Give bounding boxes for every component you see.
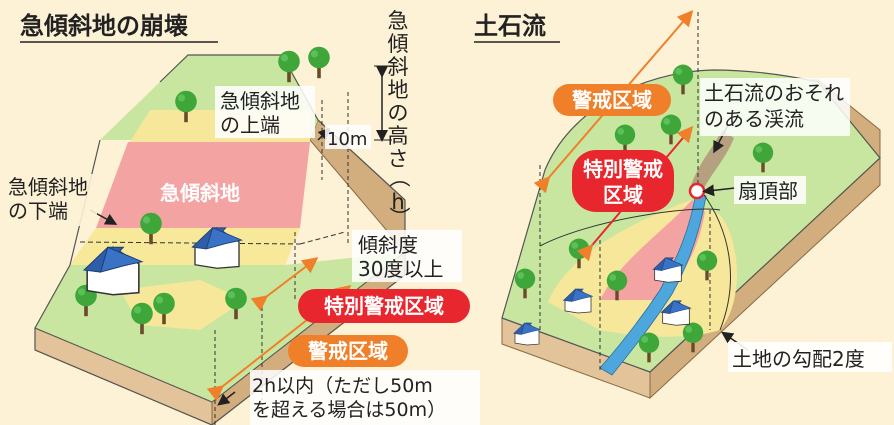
top-edge-line2: の上端 (220, 113, 280, 137)
left-label-boxes (5, 86, 480, 425)
stream-label-line2: のある渓流 (704, 107, 804, 131)
right-title: 土石流 (474, 12, 546, 40)
height-char-7: （ (387, 167, 411, 188)
left-warning-zone-badge: 警戒区域 (288, 335, 408, 367)
stream-label-line1: 土石流のおそれ (704, 81, 844, 105)
height-char-1: 傾 (388, 32, 409, 56)
right-special-zone-badge: 特別警戒 区域 (572, 150, 674, 212)
height-char-2: 斜 (388, 55, 409, 79)
height-char-5: 高 (388, 124, 409, 148)
slope-zone-label: 急傾斜地 (160, 181, 240, 205)
left-warning-zone-label: 警戒区域 (308, 339, 388, 363)
bottom-edge-line2: の下端 (8, 199, 68, 223)
distance-note-line1: 2h以内（ただし50m (252, 375, 433, 397)
right-warning-zone-badge: 警戒区域 (553, 84, 671, 116)
left-special-zone-badge: 特別警戒区域 (298, 289, 470, 323)
ten-m-label: 10m (327, 129, 367, 150)
angle-line2: 30度以上 (358, 257, 443, 281)
height-char-4: の (388, 101, 409, 125)
left-special-zone-label: 特別警戒区域 (324, 294, 444, 318)
gradient-label: 土地の勾配2度 (732, 347, 865, 371)
right-warning-zone-label: 警戒区域 (572, 88, 652, 112)
distance-note-line2: を超える場合は50m） (252, 399, 446, 421)
height-char-3: 地 (388, 78, 409, 102)
right-label-boxes (700, 78, 892, 372)
bottom-edge-line1: 急傾斜地 (8, 175, 88, 199)
height-label: 急 傾 斜 地 の 高 さ （ h ） (387, 9, 411, 228)
height-char-8: h (391, 190, 404, 214)
height-char-9: ） (387, 207, 411, 228)
right-special-zone-line2: 区域 (603, 183, 643, 207)
angle-line1: 傾斜度 (358, 233, 418, 257)
height-char-0: 急 (388, 9, 409, 33)
height-char-6: さ (388, 147, 409, 171)
top-edge-line1: 急傾斜地 (220, 89, 300, 113)
fan-apex-label: 扇頂部 (738, 179, 798, 203)
left-title: 急傾斜地の崩壊 (20, 12, 188, 40)
right-block (501, 12, 881, 400)
right-special-zone-line1: 特別警戒 (583, 157, 663, 181)
